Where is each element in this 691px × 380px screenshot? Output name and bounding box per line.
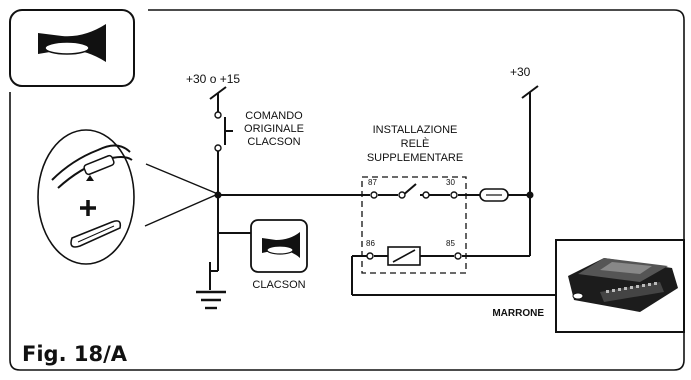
alarm-control-unit-icon xyxy=(555,239,685,333)
relay-caption-line1: INSTALLAZIONE xyxy=(373,124,458,136)
wire-color-label: MARRONE xyxy=(492,308,544,319)
relay-contacts xyxy=(366,191,462,260)
relay-caption-line3: SUPPLEMENTARE xyxy=(367,152,463,164)
ground-icon xyxy=(196,290,226,310)
wires xyxy=(209,85,556,296)
header-horn-icon xyxy=(9,9,135,87)
fuse-icon xyxy=(479,188,509,202)
horn-icon xyxy=(250,219,308,273)
switch-contacts xyxy=(214,111,222,152)
switch-caption-line2: ORIGINALE xyxy=(244,123,304,135)
relay-pin-87: 87 xyxy=(368,178,377,187)
relay-pin-85: 85 xyxy=(446,239,455,248)
battery-supply-label: +30 xyxy=(510,65,531,79)
figure-caption: Fig. 18/A xyxy=(22,342,128,366)
relay-box xyxy=(361,176,467,274)
junction-dots xyxy=(214,191,534,199)
diagram-frame xyxy=(9,9,685,371)
horn-caption: CLACSON xyxy=(252,279,305,291)
relay-coil-icon xyxy=(387,246,421,266)
switch-caption-line1: COMANDO xyxy=(245,110,303,122)
wire-splice-detail-icon xyxy=(37,129,220,265)
switch-supply-label: +30 o +15 xyxy=(186,72,240,86)
relay-caption-line2: RELÈ xyxy=(401,137,430,150)
relay-pin-86: 86 xyxy=(366,239,375,248)
relay-pin-30: 30 xyxy=(446,178,455,187)
switch-caption-line3: CLACSON xyxy=(247,136,300,148)
